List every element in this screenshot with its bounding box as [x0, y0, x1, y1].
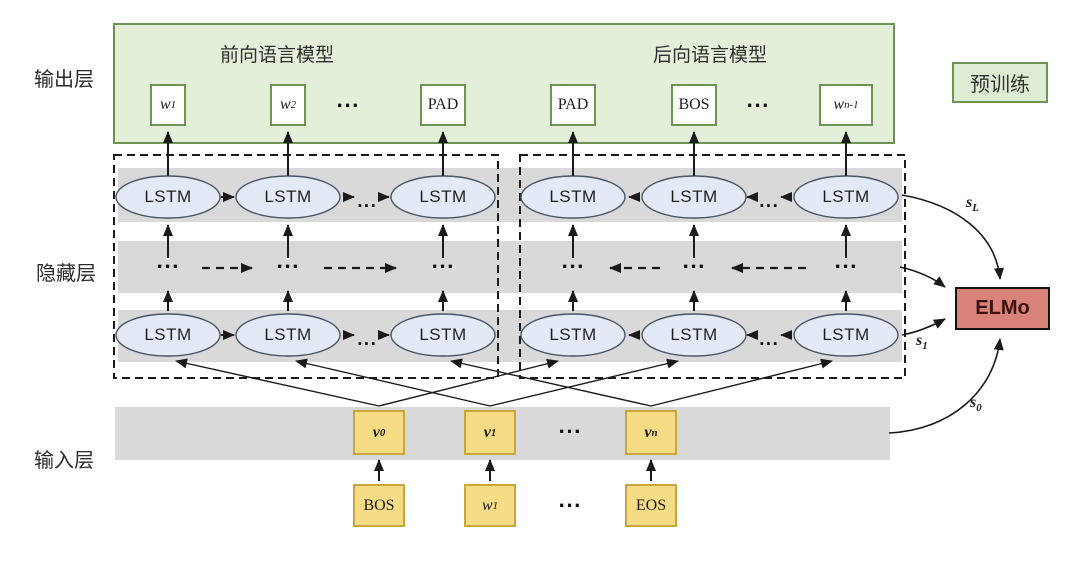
weight-sL-label: sL — [966, 194, 979, 215]
backward-model-dashed-box — [519, 154, 906, 379]
lstm-text: LSTM — [822, 325, 870, 344]
output-word-bos: BOS — [671, 84, 717, 126]
middle-to-top-arrows — [163, 224, 851, 258]
middle-ellipsis: ... — [156, 252, 180, 273]
elmo-weight-curves — [888, 194, 1004, 434]
weight-s1-label: s1 — [916, 332, 928, 353]
weight-s0-label: s0 — [970, 394, 982, 415]
lstm-text: LSTM — [144, 325, 192, 344]
forward-top-chain-ellipsis: ... — [356, 193, 378, 211]
token-ellipsis: ... — [558, 491, 582, 512]
lstm-nodes — [115, 175, 899, 357]
lstm-node — [520, 313, 626, 357]
forward-model-dashed-box — [113, 154, 499, 379]
middle-ellipsis: ... — [431, 252, 455, 273]
lstm-text: LSTM — [549, 187, 597, 206]
output-layer-label: 输出层 — [34, 69, 94, 91]
backward-bottom-chain-ellipsis: ... — [758, 331, 780, 349]
elmo-box: ELMo — [955, 287, 1050, 330]
input-layer-label: 输入层 — [34, 450, 94, 472]
lstm-node — [390, 313, 496, 357]
token-bos: BOS — [353, 484, 405, 527]
backward-output-ellipsis: ... — [746, 91, 770, 112]
middle-ellipsis: ... — [561, 252, 585, 273]
sL-curve — [901, 194, 1004, 280]
lstm-node — [115, 313, 221, 357]
lstm-text: LSTM — [549, 325, 597, 344]
lstm-text: LSTM — [822, 187, 870, 206]
embedding-to-lstm-arrows — [175, 358, 833, 407]
lstm-node — [235, 313, 341, 357]
lstm-node — [793, 313, 899, 357]
forward-model-title: 前向语言模型 — [219, 45, 335, 66]
pretrain-badge: 预训练 — [952, 62, 1048, 103]
lstm-to-output-arrows — [163, 131, 851, 176]
lstm-text: LSTM — [670, 187, 718, 206]
output-word-pad-forward: PAD — [420, 84, 466, 126]
token-to-embedding-arrows — [374, 459, 656, 481]
middle-weight-curve — [899, 266, 946, 288]
forward-chain-arrows — [221, 192, 390, 340]
middle-ellipsis: ... — [834, 252, 858, 273]
middle-ellipsis: ... — [682, 252, 706, 273]
output-layer-panel — [113, 23, 895, 144]
hidden-layer-label: 隐藏层 — [36, 263, 96, 285]
lstm-text: LSTM — [264, 325, 312, 344]
bottom-to-middle-arrows — [163, 290, 851, 311]
backward-model-title: 后向语言模型 — [652, 45, 768, 66]
s0-curve — [888, 338, 1004, 434]
forward-output-ellipsis: ... — [336, 91, 360, 112]
token-eos: EOS — [625, 484, 677, 527]
embedding-ellipsis: ... — [558, 417, 582, 438]
output-word-pad-backward: PAD — [550, 84, 596, 126]
s1-curve — [901, 318, 946, 336]
lstm-text: LSTM — [144, 187, 192, 206]
forward-bottom-chain-ellipsis: ... — [356, 331, 378, 349]
lstm-text: LSTM — [670, 325, 718, 344]
lstm-text: LSTM — [264, 187, 312, 206]
backward-top-chain-ellipsis: ... — [758, 193, 780, 211]
backward-chain-arrows — [628, 192, 792, 340]
lstm-text: LSTM — [419, 325, 467, 344]
lstm-text: LSTM — [419, 187, 467, 206]
middle-ellipsis: ... — [276, 252, 300, 273]
